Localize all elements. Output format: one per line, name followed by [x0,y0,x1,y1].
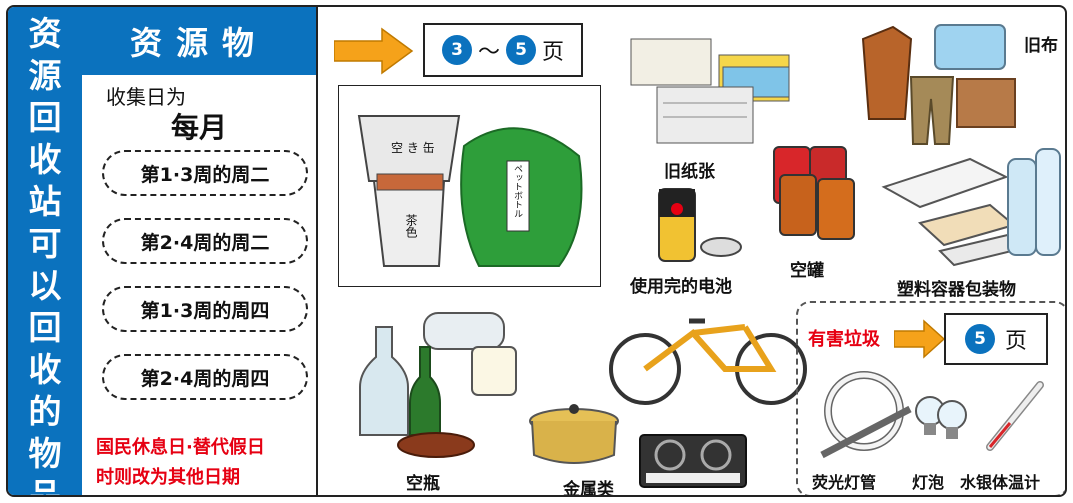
bicycle-icon [609,318,807,405]
battery-icon [658,188,742,262]
vertical-title: 资 源 回 收 站 可 以 回 收 的 物 品 [8,7,82,495]
page-suffix: 页 [542,40,565,65]
can-icon [773,146,855,240]
collection-bins-photo: 空 き 缶 茶色 ペットボトル [338,85,601,287]
arrow-right-icon [334,27,414,75]
title-char: 的 [28,392,62,431]
stove-icon [639,434,747,488]
page-separator: ～ [477,40,500,65]
tube-light-icon [820,371,912,459]
old-newspaper-label: 旧纸张 [664,162,715,182]
title-char: 收 [28,140,62,179]
holiday-note-line2: 时则改为其他日期 [96,467,240,488]
collection-day-2: 第2·4周的周二 [102,218,308,264]
title-char: 回 [28,98,62,137]
collection-day-4: 第2·4周的周四 [102,354,308,400]
hazardous-item-3: 水银体温计 [960,473,1041,492]
used-batteries-label: 使用完的电池 [630,277,732,297]
bag-label: ペットボトル [512,164,522,218]
resource-collection-panel: 资 源 回 收 站 可 以 回 收 的 物 品 资源物 收集日为 每月 第1·3… [6,5,1067,497]
title-char: 可 [28,224,62,263]
hazardous-item-1: 荧光灯管 [812,473,877,492]
collect-label: 收集日为 [106,85,186,109]
collection-day-3: 第1·3周的周四 [102,286,308,332]
hazardous-waste-section: 有害垃圾 5 页 荧光灯管 灯泡 水银体温计 [796,301,1065,495]
frequency-label: 每月 [170,111,227,144]
basket-label: 空 き 缶 [391,141,435,155]
bottle-icon [359,312,517,458]
schedule-column: 资源物 收集日为 每月 第1·3周的周二 第2·4周的周二 第1·3周的周四 第… [82,7,318,495]
newspaper-icon [630,38,790,144]
hazardous-item-2: 灯泡 [912,473,945,492]
page-start: 3 [441,35,472,65]
metals-label: 金属类 [563,480,614,497]
arrow-right-icon [894,319,946,359]
collection-day-1: 第1·3周的周二 [102,150,308,196]
schedule-header: 资源物 [82,7,316,75]
title-char: 资 [28,14,62,53]
plastic-containers-label: 塑料容器包装物 [897,280,1016,300]
hazardous-label: 有害垃圾 [808,329,880,350]
basket-icon [357,115,583,267]
title-char: 以 [28,266,62,305]
bucket-label: 茶色 [404,214,418,238]
empty-bottles-label: 空瓶 [406,474,440,494]
hazardous-page-reference[interactable]: 5 页 [944,313,1048,365]
title-char: 源 [28,56,62,95]
title-char: 站 [28,182,62,221]
clothes-icon [861,24,1016,145]
old-cloth-label: 旧布 [1024,36,1058,56]
thermometer-icon [986,381,1044,451]
pot-icon [529,404,619,464]
bulb-icon [915,396,967,439]
holiday-note-line1: 国民休息日·替代假日 [96,437,265,458]
hazardous-page-number: 5 [964,324,995,354]
hazardous-page-suffix: 页 [1004,329,1027,354]
title-char: 回 [28,308,62,347]
page-reference[interactable]: 3 ～ 5 页 [423,23,583,77]
cans-label: 空罐 [790,261,824,281]
page-end: 5 [506,35,536,65]
title-char: 品 [28,476,62,497]
title-char: 收 [28,350,62,389]
title-char: 物 [28,434,62,473]
tray-icon [881,148,1061,267]
